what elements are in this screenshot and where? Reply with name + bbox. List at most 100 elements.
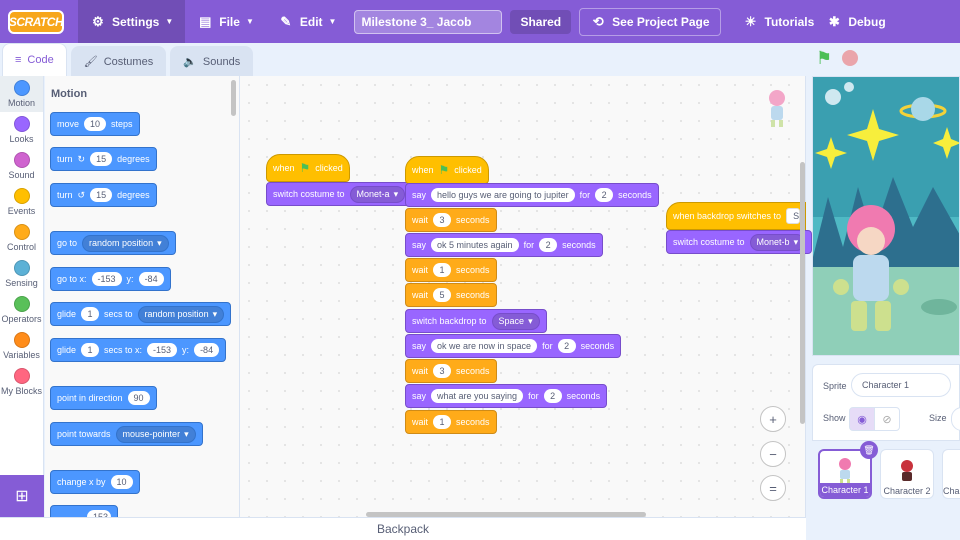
category-looks[interactable]: Looks bbox=[0, 112, 43, 148]
file-menu[interactable]: ▤ File ▼ bbox=[185, 0, 266, 43]
category-operators[interactable]: Operators bbox=[0, 292, 43, 328]
switch-costume-block[interactable]: switch costume to Monet-a▾ bbox=[266, 182, 413, 206]
steps-input[interactable]: 10 bbox=[84, 117, 107, 131]
script-area[interactable]: when ⚑ clicked switch costume to Monet-a… bbox=[240, 76, 813, 517]
say-for-block[interactable]: say ok 5 minutes again for 2 seconds bbox=[405, 233, 603, 257]
x-input[interactable]: -153 bbox=[91, 272, 122, 286]
tutorials-button[interactable]: ☀ Tutorials bbox=[731, 0, 827, 43]
backpack-panel[interactable]: Backpack bbox=[0, 517, 806, 540]
turn-left-block[interactable]: turn ↺ 15 degrees bbox=[50, 183, 157, 207]
say-text-input[interactable]: what are you saying bbox=[431, 389, 524, 403]
when-backdrop-switches-hat[interactable]: when backdrop switches to Spac bbox=[666, 202, 806, 230]
settings-menu[interactable]: ⚙ Settings ▼ bbox=[78, 0, 186, 43]
category-sensing[interactable]: Sensing bbox=[0, 256, 43, 292]
zoom-in-button[interactable]: + bbox=[760, 406, 786, 432]
category-control[interactable]: Control bbox=[0, 220, 43, 256]
change-x-input[interactable]: 10 bbox=[110, 475, 133, 489]
say-for-block[interactable]: say what are you saying for 2 seconds bbox=[405, 384, 608, 408]
sprite-thumbnail[interactable]: Character 1 bbox=[818, 449, 872, 499]
go-to-xy-block[interactable]: go to x: -153 y: -84 bbox=[50, 267, 171, 291]
category-events[interactable]: Events bbox=[0, 184, 43, 220]
category-variables[interactable]: Variables bbox=[0, 328, 43, 364]
palette-scrollbar[interactable] bbox=[231, 80, 236, 116]
say-text-input[interactable]: ok we are now in space bbox=[431, 339, 538, 353]
turn-right-block[interactable]: turn ↻ 15 degrees bbox=[50, 147, 157, 171]
glide-to-block[interactable]: glide 1 secs to random position▾ bbox=[50, 302, 232, 326]
green-flag-icon[interactable]: ⚑ bbox=[816, 47, 833, 68]
add-extension-button[interactable]: ⊞ bbox=[0, 475, 44, 517]
glide-dropdown[interactable]: random position▾ bbox=[137, 305, 225, 323]
sprite-thumbnail[interactable]: Chara bbox=[942, 449, 960, 499]
category-label: Operators bbox=[1, 314, 42, 324]
wait-block[interactable]: wait 5 seconds bbox=[405, 283, 497, 307]
project-title-input[interactable]: Milestone 3_ Jacob bbox=[354, 9, 503, 34]
partial-block[interactable]: 153 bbox=[50, 505, 118, 517]
stage-canvas[interactable] bbox=[812, 76, 960, 356]
y-input[interactable]: -84 bbox=[194, 343, 220, 357]
switch-costume-block[interactable]: switch costume to Monet-b▾ bbox=[666, 230, 813, 254]
show-sprite-button[interactable]: ◉ bbox=[849, 407, 875, 431]
wait-block[interactable]: wait 3 seconds bbox=[405, 208, 497, 232]
wait-input[interactable]: 5 bbox=[433, 288, 452, 302]
degrees-input[interactable]: 15 bbox=[90, 188, 113, 202]
costume-dropdown[interactable]: Monet-b▾ bbox=[749, 233, 806, 251]
secs-input[interactable]: 2 bbox=[539, 238, 558, 252]
edit-menu[interactable]: ✎ Edit ▼ bbox=[266, 0, 349, 43]
go-to-dropdown[interactable]: random position▾ bbox=[82, 234, 169, 252]
point-towards-block[interactable]: point towards mouse-pointer▾ bbox=[50, 422, 203, 446]
partial-input[interactable]: 153 bbox=[87, 510, 111, 517]
when-flag-clicked-hat[interactable]: when ⚑ clicked bbox=[266, 154, 350, 182]
wait-block[interactable]: wait 3 seconds bbox=[405, 359, 497, 383]
vertical-scrollbar[interactable] bbox=[800, 162, 805, 424]
shared-button[interactable]: Shared bbox=[510, 9, 572, 34]
point-towards-dropdown[interactable]: mouse-pointer▾ bbox=[115, 425, 196, 443]
secs-input[interactable]: 1 bbox=[81, 307, 100, 321]
sprite-name-input[interactable]: Character 1 bbox=[851, 373, 951, 397]
secs-input[interactable]: 2 bbox=[543, 389, 562, 403]
go-to-block[interactable]: go to random position▾ bbox=[50, 231, 176, 255]
size-input[interactable] bbox=[951, 407, 960, 431]
zoom-out-button[interactable]: − bbox=[760, 441, 786, 467]
tab-code[interactable]: ≡ Code bbox=[2, 43, 67, 76]
stop-icon[interactable] bbox=[842, 50, 859, 66]
wait-block[interactable]: wait 1 seconds bbox=[405, 258, 497, 282]
wait-input[interactable]: 3 bbox=[433, 364, 452, 378]
direction-input[interactable]: 90 bbox=[127, 391, 150, 405]
say-text-input[interactable]: ok 5 minutes again bbox=[431, 238, 519, 252]
point-direction-block[interactable]: point in direction 90 bbox=[50, 386, 157, 410]
degrees-input[interactable]: 15 bbox=[90, 152, 113, 166]
switch-backdrop-block[interactable]: switch backdrop to Space▾ bbox=[405, 309, 547, 333]
glide-xy-block[interactable]: glide 1 secs to x: -153 y: -84 bbox=[50, 338, 227, 362]
scratch-logo[interactable]: SCRATCH bbox=[8, 9, 64, 34]
category-motion[interactable]: Motion bbox=[0, 76, 43, 112]
say-for-block[interactable]: say ok we are now in space for 2 seconds bbox=[405, 334, 622, 358]
sprite-thumbnail[interactable]: Character 2 bbox=[880, 449, 934, 499]
wait-input[interactable]: 1 bbox=[433, 415, 452, 429]
change-x-block[interactable]: change x by 10 bbox=[50, 470, 140, 494]
tab-costumes[interactable]: 🖌 Costumes bbox=[70, 46, 167, 76]
see-project-page-button[interactable]: ⟲ See Project Page bbox=[579, 7, 721, 36]
category-my-blocks[interactable]: My Blocks bbox=[0, 364, 43, 400]
hide-sprite-button[interactable]: ⊘ bbox=[874, 407, 900, 431]
y-input[interactable]: -84 bbox=[138, 272, 164, 286]
wait-input[interactable]: 3 bbox=[433, 213, 452, 227]
wait-block[interactable]: wait 1 seconds bbox=[405, 410, 497, 434]
delete-sprite-button[interactable]: 🗑 bbox=[860, 441, 878, 459]
category-sound[interactable]: Sound bbox=[0, 148, 43, 184]
move-steps-block[interactable]: move 10 steps bbox=[50, 112, 140, 136]
secs-input[interactable]: 2 bbox=[595, 188, 614, 202]
costume-dropdown[interactable]: Monet-a▾ bbox=[349, 185, 406, 203]
wait-input[interactable]: 1 bbox=[433, 263, 452, 277]
secs-input[interactable]: 1 bbox=[81, 343, 100, 357]
backdrop-dropdown[interactable]: Space▾ bbox=[491, 312, 540, 330]
horizontal-scrollbar[interactable] bbox=[366, 512, 646, 517]
when-flag-clicked-hat[interactable]: when ⚑ clicked bbox=[405, 156, 489, 184]
say-text-input[interactable]: hello guys we are going to jupiter bbox=[431, 188, 575, 202]
zoom-reset-button[interactable]: = bbox=[760, 475, 786, 501]
tab-sounds[interactable]: 🔈 Sounds bbox=[170, 46, 254, 76]
say-for-block[interactable]: say hello guys we are going to jupiter f… bbox=[405, 183, 659, 207]
debug-button[interactable]: ✱ Debug bbox=[826, 0, 897, 43]
backdrop-dropdown[interactable]: Spac bbox=[786, 208, 801, 224]
secs-input[interactable]: 2 bbox=[557, 339, 576, 353]
x-input[interactable]: -153 bbox=[147, 343, 178, 357]
